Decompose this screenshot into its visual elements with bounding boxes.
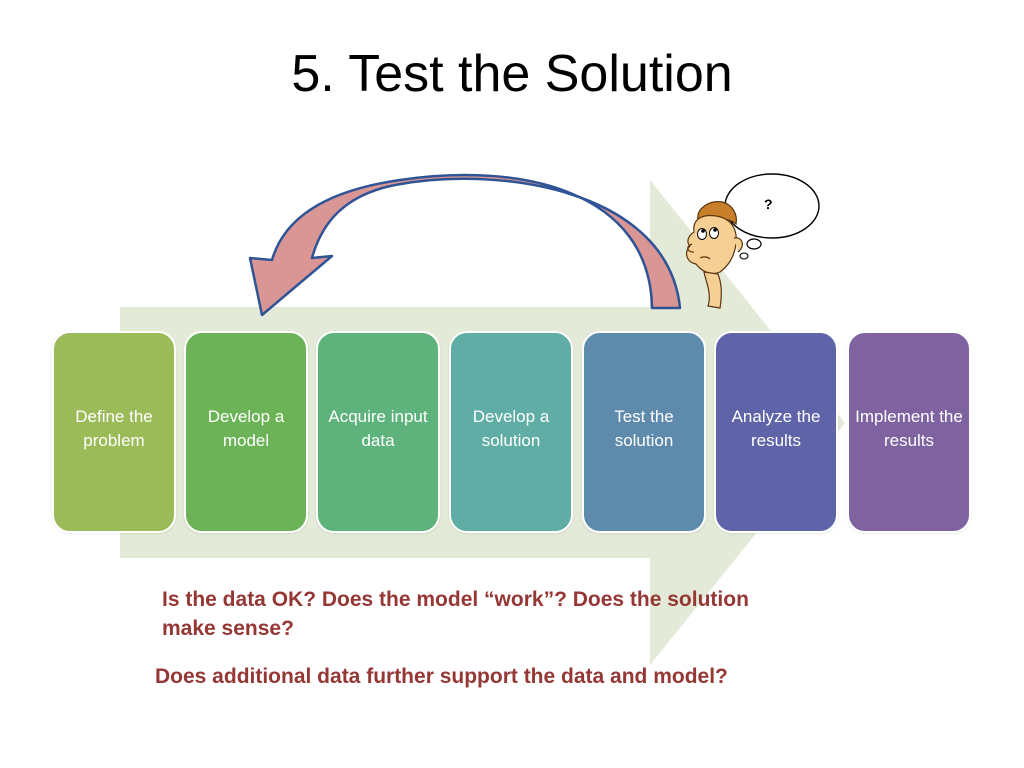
step-label: Implement the results	[855, 407, 963, 450]
step-label: Analyze the results	[731, 407, 821, 450]
head	[686, 214, 737, 275]
step-label: Develop a model	[207, 407, 285, 450]
slide-title: 5. Test the Solution	[291, 45, 733, 103]
question-mark: ?	[764, 196, 773, 212]
step-label: Acquire input data	[328, 407, 428, 450]
hand	[703, 271, 722, 309]
step-develop-model: Develop a model	[184, 331, 308, 533]
thought-bubble: ?	[724, 173, 820, 260]
step-define-problem: Define the problem	[52, 331, 176, 533]
step-label: Test the solution	[614, 407, 674, 450]
question-text-2: Does additional data further support the…	[155, 665, 728, 688]
step-label: Define the problem	[75, 407, 153, 450]
step-implement-results: Implement the results	[847, 331, 971, 533]
step-acquire-input-data: Acquire input data	[316, 331, 440, 533]
process-steps: Define the problem Develop a model Acqui…	[52, 331, 974, 534]
step-analyze-results: Analyze the results	[714, 331, 838, 533]
step-label: Develop a solution	[472, 407, 550, 450]
thinking-person-illustration: ?	[686, 173, 820, 309]
step-develop-solution: Develop a solution	[449, 331, 573, 533]
step-test-solution: Test the solution	[582, 331, 706, 533]
question-text-1: Is the data OK? Does the model “work”? D…	[162, 588, 749, 640]
